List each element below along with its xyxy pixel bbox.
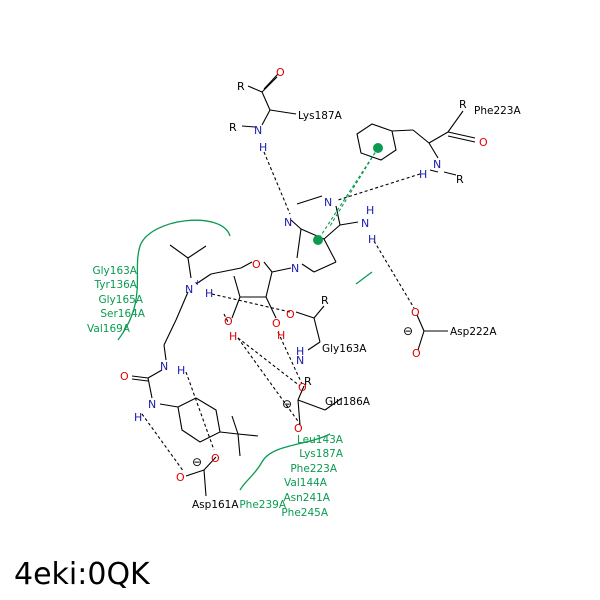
- ring-centroid-ligand: [313, 235, 323, 245]
- atom-o: O: [211, 452, 220, 465]
- atom-charge-plus: +: [194, 278, 201, 287]
- atom-o: O: [176, 471, 185, 484]
- atom-n: N: [324, 196, 332, 209]
- pi-stacking: [313, 143, 383, 245]
- atom-n: N: [254, 124, 262, 137]
- atom-r: R: [229, 121, 237, 134]
- ring-centroid-phe223: [373, 143, 383, 153]
- atom-n: N: [160, 360, 168, 373]
- atom-h: H: [259, 141, 267, 154]
- hydrophobic-residue: Tyr136A: [93, 279, 137, 291]
- atom-h: H: [277, 329, 285, 342]
- residue-glu186: Glu186A: [325, 396, 371, 408]
- atom-o: O: [479, 136, 488, 149]
- atom-o: O: [276, 66, 285, 79]
- hydrogen-bonds: [141, 151, 421, 473]
- atom-o: O: [120, 370, 129, 383]
- atom-o: O: [294, 422, 303, 435]
- atom-n: N: [284, 216, 292, 229]
- hydrophobic-residue: Phe223A: [290, 463, 337, 475]
- atom-h: H: [368, 233, 376, 246]
- atom-charge-minus: ⊖: [192, 455, 202, 469]
- atom-h: H: [366, 204, 374, 217]
- atom-r: R: [304, 375, 312, 388]
- atom-r: R: [456, 173, 464, 186]
- hydrophobic-residue: Phe239A: [239, 499, 286, 511]
- atom-h: H: [419, 168, 427, 181]
- residue-labels: Lys187A Phe223A Asp222A Gly163A Glu186A …: [192, 105, 521, 511]
- atom-o: O: [286, 308, 295, 321]
- bond-lines: [131, 73, 476, 497]
- atom-o: O: [224, 315, 233, 328]
- residue-lys187: Lys187A: [298, 110, 343, 122]
- atom-h: H: [177, 364, 185, 377]
- hydrophobic-arc-bottom: [239, 433, 331, 491]
- hydrophobic-residue: Gly163A: [93, 265, 138, 277]
- atom-r: R: [321, 294, 329, 307]
- atom-o: O: [411, 306, 420, 319]
- hydrophobic-arc-left: [117, 219, 231, 341]
- structure-id-caption: 4eki:0QK: [14, 557, 151, 592]
- hydrophobic-residues-bottom: Leu143A Lys187A Phe223A Val144A Asn241A …: [239, 434, 343, 519]
- residue-phe223: Phe223A: [474, 105, 521, 117]
- residue-gly163: Gly163A: [322, 343, 367, 355]
- atom-n: N: [296, 354, 304, 367]
- atom-n: N: [291, 262, 299, 275]
- atom-n: N: [148, 398, 156, 411]
- atom-r: R: [459, 98, 467, 111]
- atom-h: H: [229, 330, 237, 343]
- atom-charge-minus: ⊖: [282, 397, 292, 411]
- hydrophobic-arcs: [117, 219, 373, 491]
- atom-o: O: [252, 258, 261, 271]
- hydrophobic-residue: Val144A: [284, 477, 328, 489]
- atom-labels: R O R N H R O N H R N N N N H H O O H O …: [120, 66, 488, 484]
- hydrophobic-residue: Phe245A: [281, 507, 328, 519]
- hydrophobic-residue: Gly165A: [99, 294, 144, 306]
- atom-h: H: [296, 345, 304, 358]
- hydrophobic-residue: Ser164A: [100, 308, 145, 320]
- atom-n: N: [361, 217, 369, 230]
- hydrophobic-tick: [355, 271, 373, 285]
- atom-r: R: [237, 80, 245, 93]
- atom-n-plus: N: [185, 283, 193, 296]
- hydrophobic-residue: Asn241A: [283, 492, 330, 504]
- atom-h: H: [205, 287, 213, 300]
- atom-o: O: [272, 317, 281, 330]
- atom-h: H: [134, 411, 142, 424]
- residue-asp222: Asp222A: [450, 326, 497, 338]
- atom-charge-minus: ⊖: [403, 324, 413, 338]
- hydrophobic-residues-left: Gly163A Tyr136A Gly165A Ser164A Val169A: [87, 265, 146, 335]
- hydrophobic-residue: Val169A: [87, 323, 131, 335]
- atom-n: N: [433, 158, 441, 171]
- hydrophobic-residue: Leu143A: [297, 434, 344, 446]
- hydrophobic-residue: Lys187A: [299, 448, 344, 460]
- atom-o: O: [298, 381, 307, 394]
- residue-asp161: Asp161A: [192, 499, 239, 511]
- atom-o: O: [412, 347, 421, 360]
